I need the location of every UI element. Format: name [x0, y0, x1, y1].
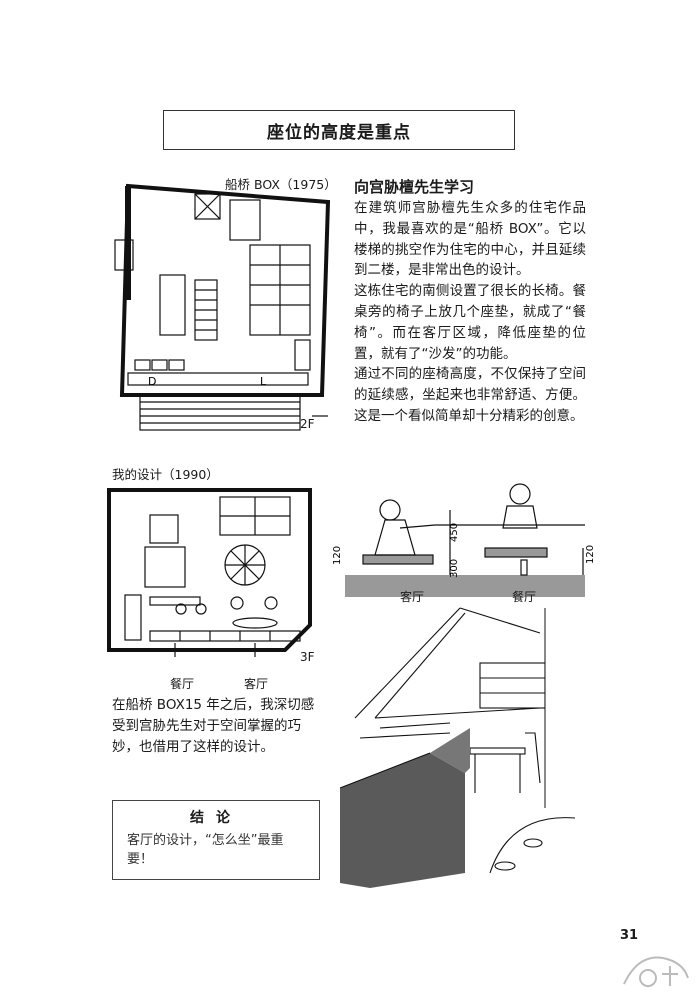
plan1-label-d: D: [148, 375, 156, 388]
dim-left-120: 120: [332, 546, 343, 565]
section-body: 在建筑师宫胁檀先生众多的住宅作品中，我最喜欢的是“船桥 BOX”。它以楼梯的挑空…: [354, 198, 586, 427]
seat-label-living: 客厅: [400, 590, 425, 604]
plan1-floorplan: D L: [114, 183, 331, 431]
conclusion-title: 结论: [190, 810, 242, 826]
section-heading: 向宫胁檀先生学习: [354, 178, 475, 196]
page-number: 31: [620, 928, 639, 943]
dim-right-120: 120: [585, 545, 596, 564]
plan2-label-dining: 餐厅: [170, 677, 195, 691]
dim-450: 450: [449, 523, 460, 542]
plan2-floor-label: 3F: [300, 650, 315, 664]
dim-300: 300: [449, 559, 460, 578]
section-paragraph: 在建筑师宫胁檀先生众多的住宅作品中，我最喜欢的是“船桥 BOX”。它以楼梯的挑空…: [354, 200, 586, 279]
conclusion-box: 结论 客厅的设计，“怎么坐”最重要！: [112, 800, 320, 880]
seat-height-diagram: 120 450 300 120: [332, 483, 596, 597]
note-text: 在船桥 BOX15 年之后，我深切感受到宫胁先生对于空间掌握的巧妙，也借用了这样…: [112, 697, 315, 755]
conclusion-body: 客厅的设计，“怎么坐”最重要！: [127, 833, 284, 867]
plan1-floor-label: 2F: [300, 417, 315, 431]
section-paragraph: 这栋住宅的南侧设置了很长的长椅。餐桌旁的椅子上放几个座垫，就成了“餐椅”。而在客…: [354, 283, 586, 362]
seat-label-dining: 餐厅: [512, 590, 537, 604]
plan2-caption: 我的设计（1990）: [112, 467, 219, 482]
section-paragraph: 通过不同的座椅高度，不仅保持了空间的延续感，坐起来也非常舒适、方便。这是一个看似…: [354, 366, 586, 424]
plan1-caption: 船桥 BOX（1975）: [225, 177, 337, 192]
watermark-logo: [623, 956, 689, 987]
page-title: 座位的高度是重点: [163, 110, 515, 150]
plan2-floorplan: [107, 488, 312, 657]
interior-sketch: [339, 607, 585, 888]
plan2-label-living: 客厅: [244, 677, 269, 691]
plan1-label-l: L: [260, 375, 267, 388]
